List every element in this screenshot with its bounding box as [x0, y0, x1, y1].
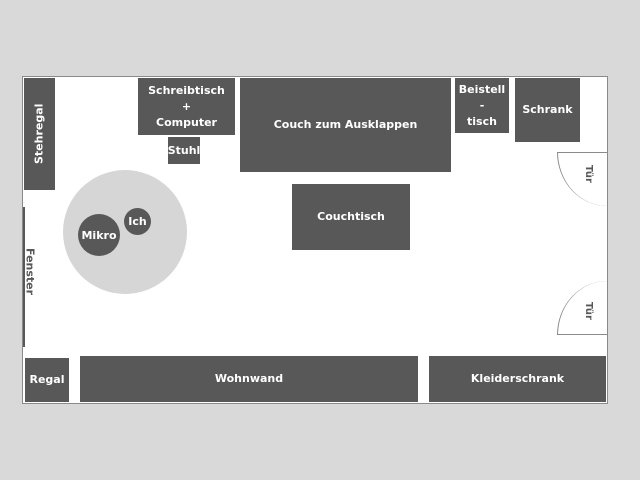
- door-top: [557, 152, 607, 206]
- stuhl: Stuhl: [168, 137, 200, 164]
- stehregal: Stehregal: [24, 78, 55, 190]
- wohnwand: Wohnwand: [80, 356, 418, 402]
- mic-marker: Mikro: [78, 214, 120, 256]
- wohnwand-label: Wohnwand: [214, 372, 284, 385]
- kleiderschrank: Kleiderschrank: [429, 356, 606, 402]
- couchtisch: Couchtisch: [292, 184, 410, 250]
- door-top-label: Tür: [583, 165, 594, 183]
- door-bottom-label: Tür: [583, 302, 594, 320]
- couch-label: Couch zum Ausklappen: [273, 118, 418, 131]
- regal-label: Regal: [29, 373, 65, 386]
- schreibtisch: Schreibtisch + Computer: [138, 78, 235, 135]
- schrank-label: Schrank: [522, 103, 573, 116]
- couchtisch-label: Couchtisch: [317, 210, 385, 223]
- room-floorplan: Stehregal Fenster Mikro Ich Schreibtisch…: [22, 76, 608, 404]
- stehregal-label: Stehregal: [32, 103, 46, 165]
- schrank: Schrank: [515, 78, 580, 142]
- couch: Couch zum Ausklappen: [240, 78, 451, 172]
- window-label: Fenster: [23, 248, 37, 296]
- me-marker: Ich: [124, 208, 151, 235]
- kleiderschrank-label: Kleiderschrank: [470, 372, 565, 385]
- beistelltisch-label: Beistell - tisch: [458, 82, 506, 128]
- regal: Regal: [25, 358, 69, 402]
- beistelltisch: Beistell - tisch: [455, 78, 509, 133]
- stuhl-label: Stuhl: [167, 143, 201, 157]
- mic-label: Mikro: [81, 228, 117, 242]
- schreibtisch-label: Schreibtisch + Computer: [148, 83, 225, 129]
- window: [23, 207, 25, 347]
- me-label: Ich: [128, 215, 147, 228]
- door-bottom: [557, 281, 607, 335]
